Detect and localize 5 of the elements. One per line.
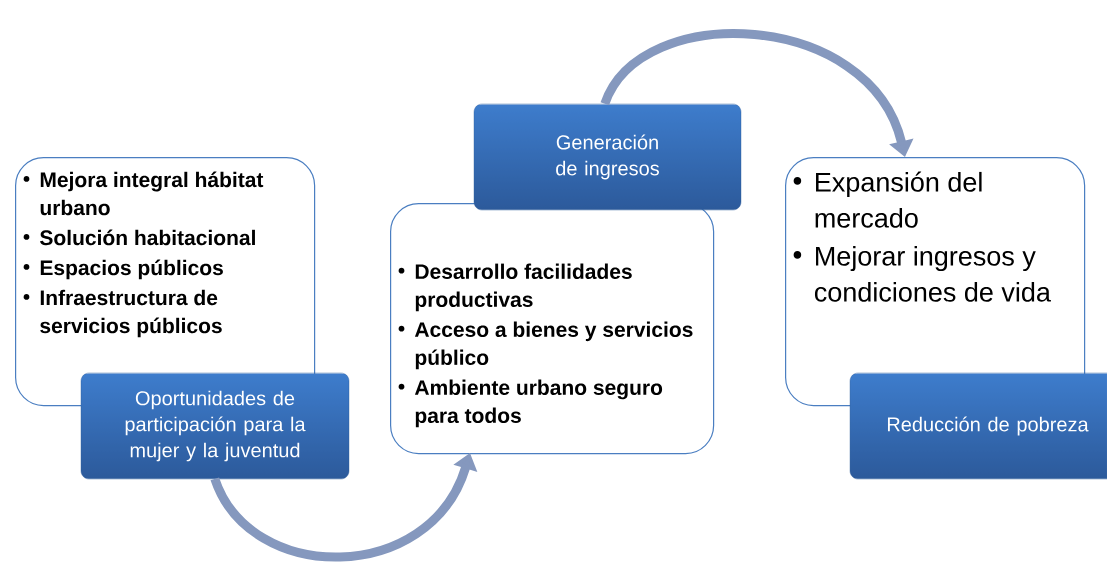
label-box: Generación de ingresos bbox=[473, 103, 742, 211]
text-box: Desarrollo facilidades productivas Acceso a bienes y servicios público Ambiente urbano seguro para todos bbox=[390, 203, 715, 455]
text-box: Expansión del mercado Mejorar ingresos y condiciones de vida bbox=[785, 157, 1086, 407]
label-box: Oportunidades de participación para la mujer y la juventud bbox=[80, 372, 350, 480]
label-box: Reducción de pobreza bbox=[849, 372, 1107, 480]
